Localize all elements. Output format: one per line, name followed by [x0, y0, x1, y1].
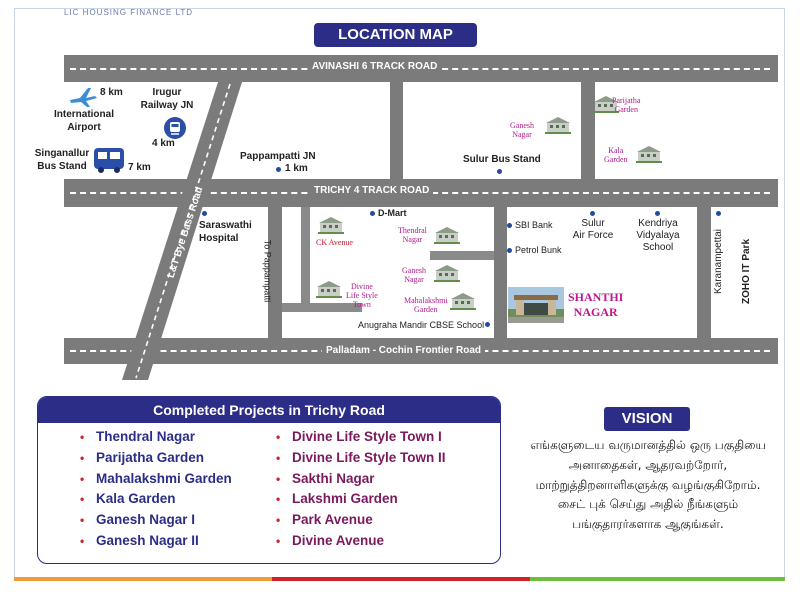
list-item: •Thendral Nagar: [80, 429, 196, 444]
footer-strip-orange: [14, 577, 272, 581]
pappampatti-jn-label: Pappampatti JN: [240, 151, 316, 162]
avinashi-road-label: AVINASHI 6 TRACK ROAD: [308, 61, 442, 72]
anugraha-marker: [485, 322, 490, 327]
saraswathi-marker: [202, 211, 207, 216]
vision-line: பங்குதாரர்களாக ஆகுங்கள்.: [572, 517, 724, 532]
list-item: •Lakshmi Garden: [276, 491, 398, 507]
project-ganesh-nagar-mid: Ganesh Nagar: [402, 266, 426, 284]
kendriya-marker: [655, 211, 660, 216]
project-mahalakshmi-garden: Mahalakshmi Garden: [404, 296, 448, 314]
project-ganesh-nagar-top: Ganesh Nagar: [510, 121, 534, 139]
list-item: •Parijatha Garden: [80, 449, 205, 465]
building-icon-parijatha: [593, 96, 619, 113]
list-item: •Mahalakshmi Garden: [80, 470, 232, 486]
bus-icon: [94, 148, 124, 173]
petrol-marker: [507, 248, 512, 253]
road-v-mid: [494, 207, 507, 338]
saraswathi-hospital-label: Saraswathi Hospital: [199, 220, 252, 244]
sulur-air-force-label: Sulur Air Force: [572, 218, 614, 241]
page-title: LOCATION MAP: [314, 23, 477, 47]
petrol-bunk-label: Petrol Bunk: [515, 245, 562, 255]
project-thendral-nagar: Thendral Nagar: [398, 226, 427, 244]
sulur-bus-stand-marker: [497, 169, 502, 174]
sulur-bus-stand-label: Sulur Bus Stand: [463, 154, 541, 165]
footer-strip-red: [272, 577, 530, 581]
vision-line: சைட் புக் செய்து அதில் நீங்களும்: [557, 497, 739, 512]
dmart-label: D-Mart: [378, 208, 407, 218]
building-icon-thendral: [434, 227, 460, 244]
top-text: LIC HOUSING FINANCE LTD: [64, 8, 194, 17]
railway-label: Irugur Railway JN: [140, 87, 194, 111]
building-icon-ganesh-top: [545, 117, 571, 134]
pappampatti-road-label: To Pappampatti: [262, 239, 273, 303]
road-v-top-right: [581, 82, 595, 179]
project-divine-life-style: Divine Life Style Town: [346, 282, 378, 309]
vision-text: எங்களுடைய வருமானத்தில் ஒரு பகுதியை அனாதை…: [518, 436, 778, 535]
dmart-marker: [370, 211, 375, 216]
bus-stand-label: Singanallur Bus Stand: [34, 148, 90, 172]
building-icon-divine: [316, 281, 342, 298]
project-parijatha-garden: Parijatha Garden: [612, 96, 641, 114]
karanampettai-label: Karanampettai: [713, 228, 725, 295]
railway-distance: 4 km: [152, 138, 175, 149]
list-item: •Ganesh Nagar I: [80, 512, 196, 528]
list-item: •Kala Garden: [80, 491, 176, 507]
palladam-road-label: Palladam - Cochin Frontier Road: [322, 345, 486, 356]
pappampatti-distance: 1 km: [285, 163, 308, 174]
anugraha-school-label: Anugraha Mandir CBSE School: [358, 320, 485, 330]
road-h-inner: [282, 303, 362, 312]
road-v-karanampettai: [697, 207, 711, 338]
road-v-pappampatti: [268, 207, 282, 338]
completed-projects-list-2: •Divine Life Style Town I •Divine Life S…: [274, 427, 446, 552]
completed-projects-list-1: •Thendral Nagar •Parijatha Garden •Mahal…: [78, 427, 232, 552]
airport-label: International Airport: [53, 109, 114, 133]
vision-line: மாற்றுத்திறனாளிகளுக்கு வழங்குகிறோம்.: [535, 477, 761, 492]
list-item: •Divine Avenue: [276, 532, 385, 548]
shanthi-nagar-gate-image: [508, 287, 564, 323]
train-icon: [164, 117, 186, 139]
road-v-top-mid: [390, 82, 403, 179]
vision-title: VISION: [604, 407, 690, 431]
zoho-label: ZOHO IT Park: [741, 238, 753, 305]
sulur-af-marker: [590, 211, 595, 216]
project-ck-avenue: CK Avenue: [316, 238, 353, 247]
vision-line: எங்களுடைய வருமானத்தில் ஒரு பகுதியை: [530, 438, 766, 452]
airplane-icon: [70, 88, 97, 107]
project-kala-garden: Kala Garden: [604, 146, 628, 164]
airport-distance: 8 km: [100, 87, 123, 98]
sbi-bank-label: SBI Bank: [515, 220, 553, 230]
list-item: •Ganesh Nagar II: [80, 532, 199, 548]
building-icon-kala: [636, 146, 662, 163]
footer-strip-green: [530, 577, 785, 581]
pappampatti-jn-marker: [276, 167, 281, 172]
list-item: •Divine Life Style Town II: [276, 449, 446, 465]
building-icon-mahalakshmi: [450, 293, 476, 310]
vision-line: அனாதைகள், ஆதரவற்றோர்,: [568, 457, 728, 472]
kendriya-school-label: Kendriya Vidyalaya School: [636, 218, 680, 253]
list-item: •Park Avenue: [276, 512, 373, 528]
list-item: •Sakthi Nagar: [276, 470, 375, 486]
karanampettai-marker: [716, 211, 721, 216]
building-icon-ck-avenue: [318, 217, 344, 234]
completed-projects-panel: Completed Projects in Trichy Road •Thend…: [37, 396, 501, 564]
list-item: •Divine Life Style Town I: [276, 429, 442, 444]
road-h-inner-2: [430, 251, 500, 260]
completed-projects-heading: Completed Projects in Trichy Road: [38, 397, 500, 423]
sbi-marker: [507, 223, 512, 228]
trichy-road-label: TRICHY 4 TRACK ROAD: [310, 185, 434, 196]
bus-distance: 7 km: [128, 162, 151, 173]
building-icon-ganesh-mid: [434, 265, 460, 282]
project-shanthi-nagar: SHANTHI NAGAR: [568, 290, 624, 319]
road-v-inner-left: [301, 207, 310, 303]
